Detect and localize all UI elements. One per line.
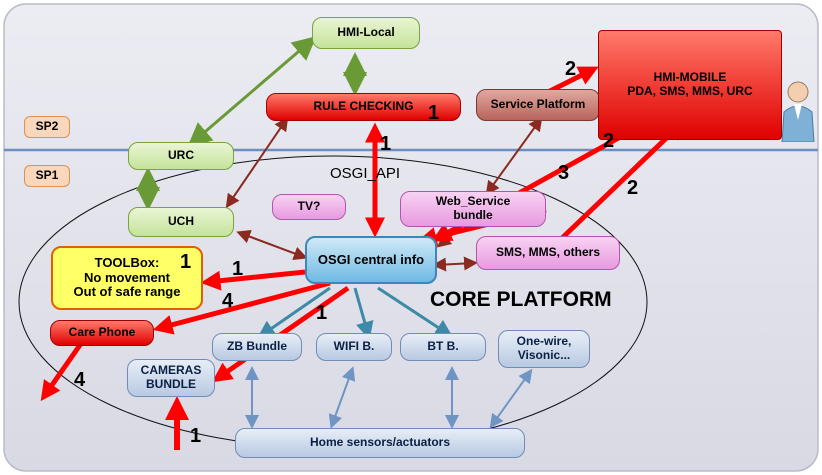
- sms-mms-node: SMS, MMS, others: [476, 236, 620, 270]
- cameras-node: CAMERAS BUNDLE: [127, 359, 215, 397]
- sp2-label: SP2: [24, 116, 70, 138]
- toolbox-node: TOOLBox: No movement Out of safe range: [51, 246, 203, 310]
- uch-node: UCH: [128, 207, 234, 237]
- step-number-mobile: 2: [565, 58, 577, 80]
- sms-to-mobile-arrow: [558, 119, 686, 242]
- step-number-carephone-out: 4: [74, 369, 86, 391]
- web-service-node: Web_Service bundle: [400, 191, 546, 227]
- rule-uch-arrow: [225, 116, 289, 209]
- hmi-mobile-node: HMI-MOBILE PDA, SMS, MMS, URC: [598, 30, 782, 140]
- urc-node: URC: [128, 142, 234, 170]
- osgi-to-carephone-arrow: [152, 280, 331, 335]
- osgi-central-node: OSGI central info: [305, 236, 437, 284]
- core-platform-label: CORE PLATFORM: [430, 288, 612, 311]
- step-number-web-osgi: 3: [558, 162, 570, 184]
- step-number-toolbox-arrow: 1: [232, 258, 244, 280]
- step-number-rule-down: 1: [380, 133, 392, 155]
- step-number-sms-mobile: 2: [627, 177, 639, 199]
- service-platform-node: Service Platform: [476, 89, 600, 121]
- cameras-line2: BUNDLE: [146, 377, 196, 391]
- wifi-node: WIFI B.: [316, 333, 392, 361]
- web-service-line2: bundle: [453, 208, 493, 222]
- step-number-cameras-in: 1: [190, 425, 202, 447]
- step-number-rule: 1: [428, 102, 440, 124]
- osgi-api-label: OSGI_API: [330, 165, 401, 182]
- zb-bundle-node: ZB Bundle: [212, 333, 302, 361]
- hmi-local-node: HMI-Local: [312, 17, 420, 49]
- carephone-out-arrow: [40, 343, 83, 402]
- onewire-line1: One-wire,: [516, 334, 572, 349]
- tv-node: TV?: [272, 194, 346, 220]
- osgi-sms-arrow: [432, 256, 478, 272]
- rule-checking-node: RULE CHECKING: [266, 93, 461, 121]
- hmi-mobile-subtitle: PDA, SMS, MMS, URC: [627, 84, 753, 98]
- uch-osgi-arrow: [236, 229, 308, 261]
- toolbox-line1: TOOLBox:: [94, 254, 160, 270]
- wifi-sensors-arrow: [328, 366, 356, 429]
- step-number-mobile-web: 2: [603, 130, 615, 152]
- web-service-line1: Web_Service: [435, 194, 511, 209]
- step-number-toolbox: 1: [180, 251, 192, 273]
- bt-node: BT B.: [400, 333, 486, 361]
- osgi-to-toolbox-arrow: [200, 269, 306, 291]
- osgi-wifi-arrow: [353, 287, 374, 340]
- care-phone-node: Care Phone: [50, 320, 154, 346]
- toolbox-line2: No movement: [84, 269, 170, 285]
- onewire-sensors-arrow: [489, 368, 533, 429]
- service-web-arrow: [485, 116, 543, 196]
- hmi-local-urc-arrow: [187, 36, 317, 147]
- step-number-carephone-arrow: 4: [222, 290, 234, 312]
- toolbox-line3: Out of safe range: [73, 284, 181, 300]
- sp1-label: SP1: [24, 165, 70, 187]
- service-to-mobile-arrow: [546, 66, 599, 95]
- step-number-cameras-arrow: 1: [316, 302, 328, 324]
- onewire-node: One-wire, Visonic...: [498, 330, 590, 368]
- osgi-zb-arrow: [257, 286, 331, 339]
- home-sensors-node: Home sensors/actuators: [235, 428, 525, 458]
- osgi-bt-arrow: [377, 286, 454, 338]
- onewire-line2: Visonic...: [517, 348, 571, 362]
- cameras-line1: CAMERAS: [140, 363, 202, 378]
- user-icon: [781, 81, 815, 142]
- hmi-mobile-title: HMI-MOBILE: [653, 70, 727, 85]
